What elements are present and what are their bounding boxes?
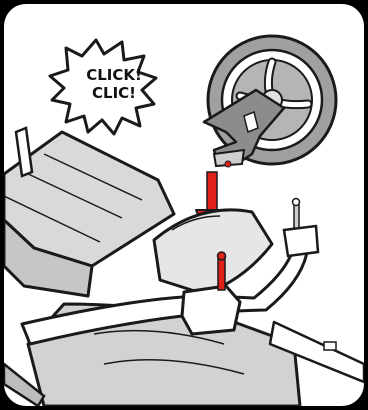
illustration-panel: CLICK! CLIC! [4, 4, 364, 406]
click-callout: CLICK! CLIC! [74, 66, 154, 102]
callout-line-1: CLICK! [74, 66, 154, 84]
stroller-illustration [4, 4, 364, 406]
wheel-icon [204, 36, 336, 167]
callout-line-2: CLIC! [74, 84, 154, 102]
stroller-canopy [4, 128, 174, 296]
